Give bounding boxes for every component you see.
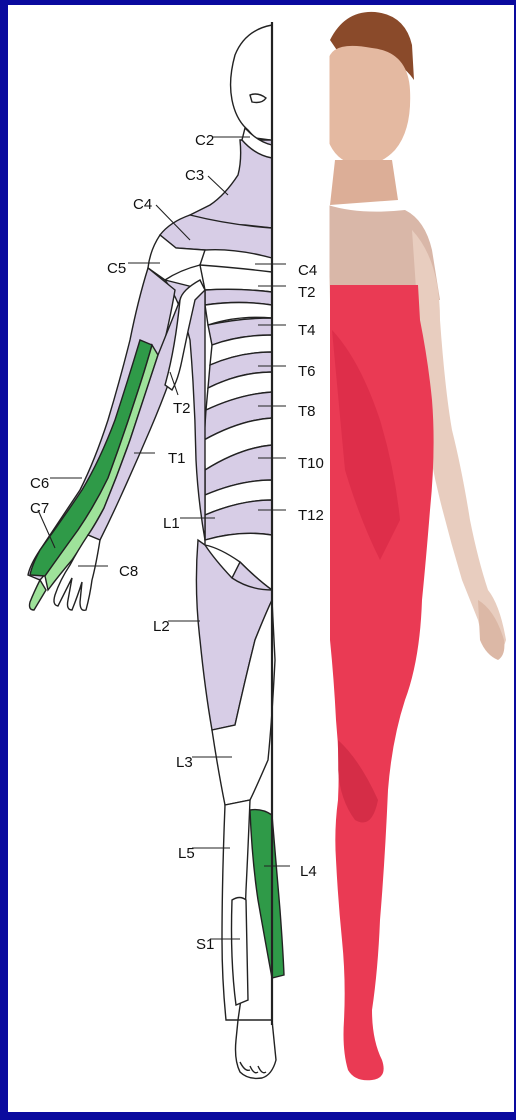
zone-s1 xyxy=(232,898,249,1006)
zone-l4 xyxy=(250,810,284,978)
label-t12: T12 xyxy=(298,508,324,523)
label-t4: T4 xyxy=(298,323,316,338)
label-t1: T1 xyxy=(168,451,186,466)
zone-t2 xyxy=(200,265,272,292)
label-c3: C3 xyxy=(185,168,204,183)
label-l5: L5 xyxy=(178,846,195,861)
label-t8: T8 xyxy=(298,404,316,419)
label-l1: L1 xyxy=(163,516,180,531)
label-c6: C6 xyxy=(30,476,49,491)
label-c7: C7 xyxy=(30,501,49,516)
label-c4-right: C4 xyxy=(298,263,317,278)
label-t6: T6 xyxy=(298,364,316,379)
label-t2-arm: T2 xyxy=(173,401,191,416)
face xyxy=(328,46,410,166)
thumb xyxy=(30,580,47,610)
label-l3: L3 xyxy=(176,755,193,770)
label-l4: L4 xyxy=(300,864,317,879)
foot xyxy=(236,1020,277,1078)
label-c5: C5 xyxy=(107,261,126,276)
half-body-outline-icon xyxy=(28,22,284,1078)
label-c4-left: C4 xyxy=(133,197,152,212)
label-c8: C8 xyxy=(119,564,138,579)
label-c2: C2 xyxy=(195,133,214,148)
label-t2-right: T2 xyxy=(298,285,316,300)
neck xyxy=(330,160,398,205)
dermatome-diagram xyxy=(8,5,514,1112)
label-l2: L2 xyxy=(153,619,170,634)
label-t10: T10 xyxy=(298,456,324,471)
photo-figure xyxy=(328,12,506,1100)
head-outline xyxy=(231,25,272,140)
label-s1: S1 xyxy=(196,937,214,952)
